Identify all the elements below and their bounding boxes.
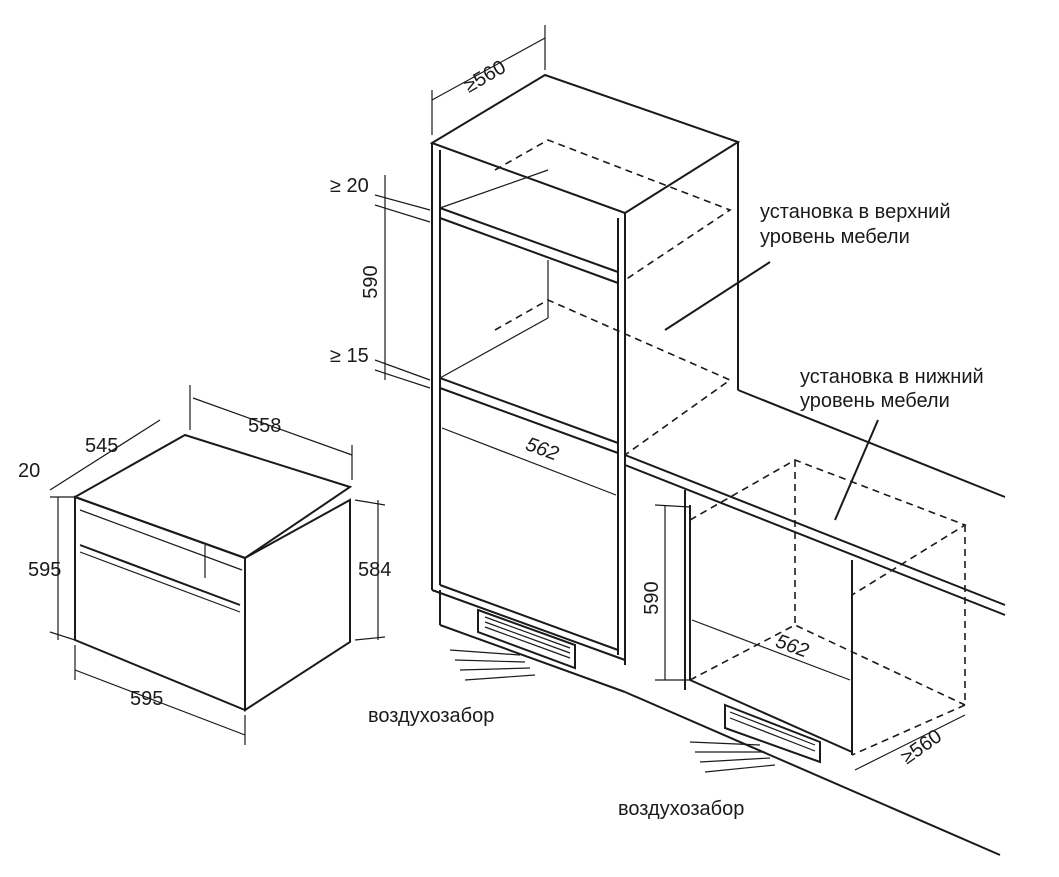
lower-cabinet-drawing <box>624 389 1006 856</box>
lower-install-label-2: уровень мебели <box>800 390 950 412</box>
upper-air-intake-label: воздухозабор <box>368 705 494 727</box>
upper-install-label-1: установка в верхний <box>760 201 951 223</box>
oven-body-height-label: 584 <box>358 559 391 581</box>
upper-gap-top-label: ≥ 20 <box>330 175 369 197</box>
upper-cabinet-drawing <box>374 25 771 693</box>
upper-gap-bottom-label: ≥ 15 <box>330 345 369 367</box>
oven-width-label: 595 <box>130 688 163 710</box>
lower-install-label-1: установка в нижний <box>800 366 984 388</box>
oven-top-width-label: 558 <box>248 415 281 437</box>
upper-niche-height-label: 590 <box>360 265 382 298</box>
oven-front-height-label: 595 <box>28 559 61 581</box>
upper-niche-width-label: 562 <box>523 433 562 465</box>
lower-niche-width-label: 562 <box>773 630 812 662</box>
oven-front-thickness-label: 20 <box>18 460 40 482</box>
upper-depth-label: ≥560 <box>460 56 509 97</box>
lower-air-intake-label: воздухозабор <box>618 798 744 820</box>
upper-install-label-2: уровень мебели <box>760 226 910 248</box>
oven-depth-label: 545 <box>85 435 118 457</box>
oven-drawing <box>49 385 386 745</box>
lower-niche-height-label: 590 <box>641 581 663 614</box>
